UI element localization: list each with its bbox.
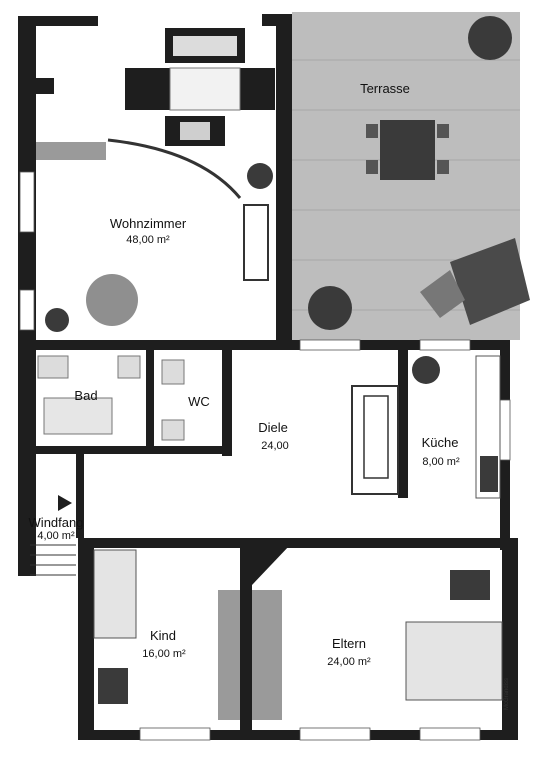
lounger [450,238,530,325]
sofa-living [243,204,269,281]
room-area-kueche: 8,00 m² [422,456,460,468]
windows [19,171,511,741]
room-label-wohnzimmer: Wohnzimmer [110,216,187,231]
sink [117,355,141,379]
round-table [86,274,138,326]
room-label-bad: Bad [74,388,97,403]
sideboard [36,142,106,160]
plant-icon [412,356,440,384]
desk-eltern [450,570,490,600]
stairs-inner [363,395,389,479]
room-divider-arc [107,138,242,199]
room-area-windfang: 4,00 m² [37,530,75,542]
fireplace [36,78,54,94]
wardrobe-eltern [252,590,282,720]
room-label-kueche: Küche [422,435,459,450]
door-wedge [252,545,290,585]
bed-eltern [405,621,503,701]
room-label-kind: Kind [150,628,176,643]
room-label-diele: Diele [258,420,288,435]
plant-icon [247,163,273,189]
desk-kind [98,668,128,704]
sink [161,419,185,441]
room-area-wohnzimmer: 48,00 m² [126,234,170,246]
room-area-eltern: 24,00 m² [327,656,371,668]
bed-kind [93,549,137,639]
lounger-small [420,270,465,318]
watermark: McGrandiss [504,678,510,710]
plant-icon [468,16,512,60]
bathtub [43,397,113,435]
entry-steps [30,544,76,576]
room-area-kind: 16,00 m² [142,648,186,660]
dining-table-living [125,28,275,146]
plant-icon [308,286,352,330]
toilet [161,359,185,385]
room-label-windfang: Windfang [29,515,84,530]
entrance-arrow-icon [58,495,72,511]
sink [37,355,69,379]
stove [480,456,498,492]
room-label-eltern: Eltern [332,636,366,651]
room-label-terrasse: Terrasse [360,81,410,96]
wardrobe-kind [218,590,240,720]
room-label-wc: WC [188,394,210,409]
walls [18,14,518,740]
plant-icon [45,308,69,332]
terrace-table [366,120,449,180]
room-area-diele: 24,00 [261,440,289,452]
